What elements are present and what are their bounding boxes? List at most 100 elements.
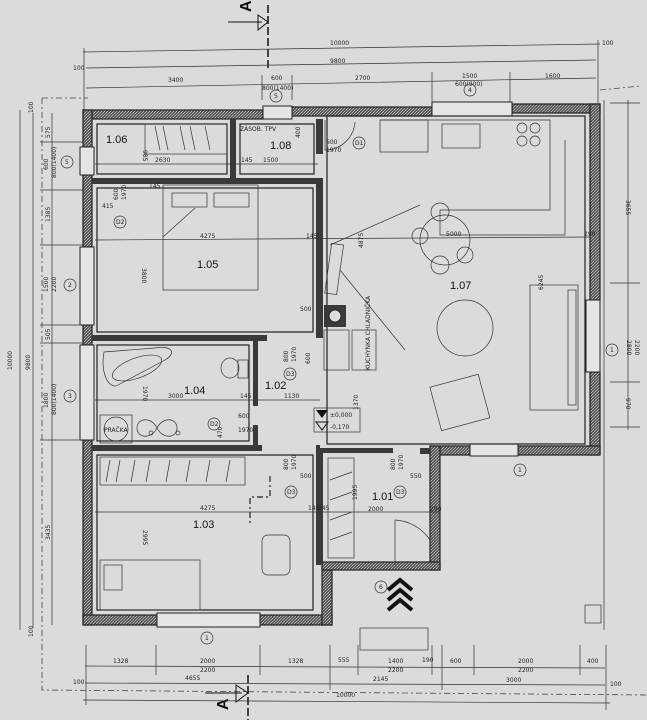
window-tag-5-top: 5 [274,93,278,100]
dim-1-03-width: 4275 [200,505,215,512]
dim-bottom-2145: 2145 [373,676,388,683]
dim-left-100-bottom: 100 [28,625,35,637]
windows[interactable] [79,101,601,628]
inner-dimensions: 2630 985 1500 145 400 600 1970 600 1970 … [94,126,596,545]
entrance-arrow-icon [386,577,414,612]
dimensions-top: 10000 9800 100 100 3400 600 800(1400) 27… [73,40,614,125]
wardrobe-106 [144,123,228,155]
washer-label: PRAČKA [104,427,129,434]
dim-1-05-depth: 3800 [140,268,147,283]
door-tag-d2-bedroom: D2 [116,219,125,226]
window-1-bottom[interactable] [156,612,261,628]
window-5-top[interactable] [262,105,293,120]
window-5-left[interactable] [79,146,95,176]
dim-left-1800: 1800 [43,393,50,408]
dimensions-right: 3655 2800 2200 970 [603,100,640,630]
dim-bottom-600: 600 [450,658,462,665]
toilet-icon [220,357,249,379]
door-d1-width: 600 [326,139,338,146]
section-label-top: A [238,0,255,12]
dim-1-08-145: 145 [241,157,253,164]
dim-left-505: 505 [45,328,52,340]
armchair [429,373,491,432]
window-3[interactable] [79,344,95,441]
dim-top-800-1400: 800(1400) [262,85,293,92]
dim-left-1385: 1385 [45,207,52,222]
dim-right-2800: 2800 [625,340,632,355]
dim-left-600: 600 [43,158,50,170]
dim-top-600: 600 [271,75,283,82]
door-d1-height: 1970 [326,147,341,154]
dim-1-07-4875: 4875 [358,233,365,248]
sofa [529,284,579,411]
plot-boundary [41,85,647,696]
dim-bottom-400: 400 [587,658,599,665]
dim-1-05-width: 4275 [200,233,215,240]
dim-left-1500: 1500 [43,277,50,292]
exterior-walls [82,103,601,626]
washbasin-icon [136,419,181,437]
stair-hatch-outline [249,476,271,525]
dimensions-bottom: 1328 2000 2200 1328 555 1400 2200 190 60… [73,645,622,710]
door-d1-swing [324,120,356,151]
door-tag-d1: D1 [355,140,364,147]
bed-105 [162,184,259,291]
hob-icon [516,122,528,134]
fridge: KUCHYNKA CHLADNIČKA [323,295,377,371]
stove-icon [324,305,346,327]
door-d3a-offset: 600 [305,352,312,364]
window-4[interactable] [431,101,513,117]
dining-table [411,202,474,275]
window-1-right[interactable] [585,299,601,373]
window-tag-1-living: 1 [518,467,522,474]
sink-icon [441,123,481,149]
dim-1-08-width: 1500 [263,157,278,164]
dim-1-03-145: 145 [308,505,320,512]
dim-bottom-190: 190 [422,657,434,664]
door-d3c-offset: 550 [410,473,422,480]
room-1-06: 1.06 [106,134,127,146]
door-d2b-width: 600 [238,413,250,420]
dim-1-05-145: 145 [306,233,318,240]
room-1-07: 1.07 [450,280,471,292]
washing-machine-icon: PRAČKA [99,414,133,444]
section-marker-bottom: A [205,675,249,720]
section-label-bottom: A [215,698,232,710]
dim-1-01-depth: 1995 [352,485,359,500]
room-labels: 1.06 1.08 1.05 1.07 1.04 1.02 1.03 1.01 … [106,126,471,531]
dim-bottom-total: 10000 [336,692,355,699]
dim-1-04-145: 145 [240,393,252,400]
window-1-living[interactable] [469,443,519,457]
door-d3b-offset: 500 [300,473,312,480]
dim-1-04-depth: 1970 [141,386,148,401]
dim-bottom-1400: 1400 [388,658,403,665]
dim-right-2200: 2200 [633,340,640,355]
dim-1-01-width: 2000 [368,506,383,513]
bathtub-icon [102,346,172,387]
window-tags: 5 4 5 2 3 1 1 1 6 [60,83,619,645]
room-1-08: 1.08 [270,140,291,152]
window-2[interactable] [79,246,95,326]
dim-1-02-width: 1130 [284,393,299,400]
level-marker: ±0,000 -0,170 [313,407,361,433]
dim-1-07-290: 290 [584,231,596,238]
room-1-03: 1.03 [193,519,214,531]
entrance-door-swing [394,519,431,565]
dim-bottom-2000: 2000 [200,658,215,665]
section-marker-top: A [228,0,269,70]
fridge-label: KUCHYNKA CHLADNIČKA [365,295,372,370]
dim-bottom-100-left: 100 [73,679,85,686]
room-1-04: 1.04 [184,385,205,397]
dim-1-07-width: 5000 [446,231,461,238]
dim-right-970: 970 [624,398,631,410]
dim-top-100-right: 100 [602,40,614,47]
door-d3c-width: 800 [390,458,397,470]
dim-top-1500: 1500 [462,73,477,80]
dim-1-02-depth: 1370 [353,395,360,410]
dimensions-left: 10000 9800 100 100 575 600 800(1400) 138… [7,101,85,637]
door-d2b-offset: 470 [217,426,224,438]
wardrobe-103 [99,456,246,486]
dim-500: 500 [300,306,312,313]
dim-1-04-width: 3000 [168,393,183,400]
